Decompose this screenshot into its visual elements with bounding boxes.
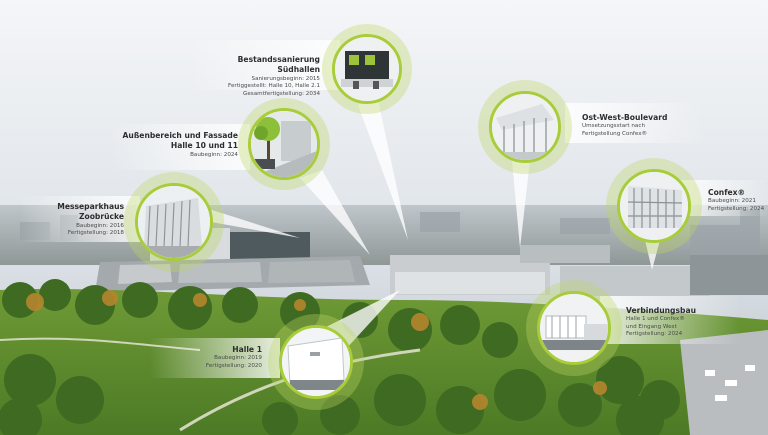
label-backdrop xyxy=(20,196,140,242)
marker-image xyxy=(279,325,353,399)
label-backdrop xyxy=(680,180,768,216)
marker-confex[interactable] xyxy=(606,158,702,254)
label-title: Verbindungsbau xyxy=(626,306,696,315)
marker-halle1[interactable] xyxy=(268,314,364,410)
label-line: Gesamtfertigstellung: 2034 xyxy=(243,90,320,97)
marker-verbindungsbau[interactable] xyxy=(526,280,622,376)
label-title: Ost-West-Boulevard xyxy=(582,113,668,122)
label-title: Zoobrücke xyxy=(78,212,124,222)
label-aussenbereich: Außenbereich und Fassade Halle 10 und 11… xyxy=(110,131,238,159)
label-line: Fertigstellung: 2024 xyxy=(708,205,765,212)
label-parkhaus: Messeparkhaus Zoobrücke Baubeginn: 2016 … xyxy=(20,202,124,238)
label-backdrop xyxy=(565,103,705,143)
marker-image xyxy=(135,183,213,261)
marker-aussenbereich[interactable] xyxy=(238,98,330,190)
label-boulevard: Ost-West-Boulevard Umsetzungsstart nach … xyxy=(582,113,702,138)
building-icon xyxy=(620,172,688,240)
label-backdrop xyxy=(110,124,250,170)
marker-image xyxy=(489,91,561,163)
label-confex: Confex® Baubeginn: 2021 Fertigstellung: … xyxy=(708,188,768,213)
label-line: Umsetzungsstart nach xyxy=(582,123,645,130)
marker-image xyxy=(248,108,320,180)
label-title: Halle 10 und 11 xyxy=(170,141,238,151)
marker-parkhaus[interactable] xyxy=(124,172,224,272)
label-suedhallen: Bestandssanierung Südhallen Sanierungsbe… xyxy=(196,55,320,98)
label-backdrop xyxy=(190,40,340,90)
building-icon xyxy=(335,37,399,101)
marker-suedhallen[interactable] xyxy=(322,24,412,114)
label-title: Bestandssanierung Südhallen xyxy=(237,55,320,75)
label-line: Fertigstellung: 2020 xyxy=(205,362,262,369)
label-title: Messeparkhaus xyxy=(57,202,124,211)
label-line: Baubeginn: 2016 xyxy=(76,222,124,229)
marker-image xyxy=(537,291,611,365)
marker-boulevard[interactable] xyxy=(478,80,572,174)
building-icon xyxy=(282,328,350,396)
tree-icon xyxy=(251,111,317,177)
label-line: Fertigstellung Confex® xyxy=(582,130,648,137)
label-verbindungsbau: Verbindungsbau Halle 1 und Confex® und E… xyxy=(626,306,738,339)
label-line: Baubeginn: 2021 xyxy=(708,198,756,205)
label-line: Baubeginn: 2024 xyxy=(190,151,238,158)
label-line: und Eingang West xyxy=(626,323,677,330)
label-line: Fertiggestellt: Halle 10, Halle 2.1 xyxy=(228,83,320,90)
label-halle1: Halle 1 Baubeginn: 2019 Fertigstellung: … xyxy=(150,345,262,370)
label-line: Sanierungsbeginn: 2015 xyxy=(251,75,320,82)
label-line: Halle 1 und Confex® xyxy=(626,316,685,323)
label-line: Fertigstellung: 2018 xyxy=(67,230,124,237)
label-title: Confex® xyxy=(708,188,746,197)
label-backdrop xyxy=(600,296,740,344)
label-title: Außenbereich und Fassade xyxy=(122,131,238,140)
building-icon xyxy=(492,94,558,160)
marker-image xyxy=(617,169,691,243)
label-line: Baubeginn: 2019 xyxy=(214,355,262,362)
building-icon xyxy=(540,294,608,362)
marker-image xyxy=(332,34,402,104)
building-icon xyxy=(138,186,210,258)
label-backdrop xyxy=(150,338,280,378)
label-title: Halle 1 xyxy=(232,345,262,354)
label-line: Fertigstellung: 2024 xyxy=(626,331,683,338)
